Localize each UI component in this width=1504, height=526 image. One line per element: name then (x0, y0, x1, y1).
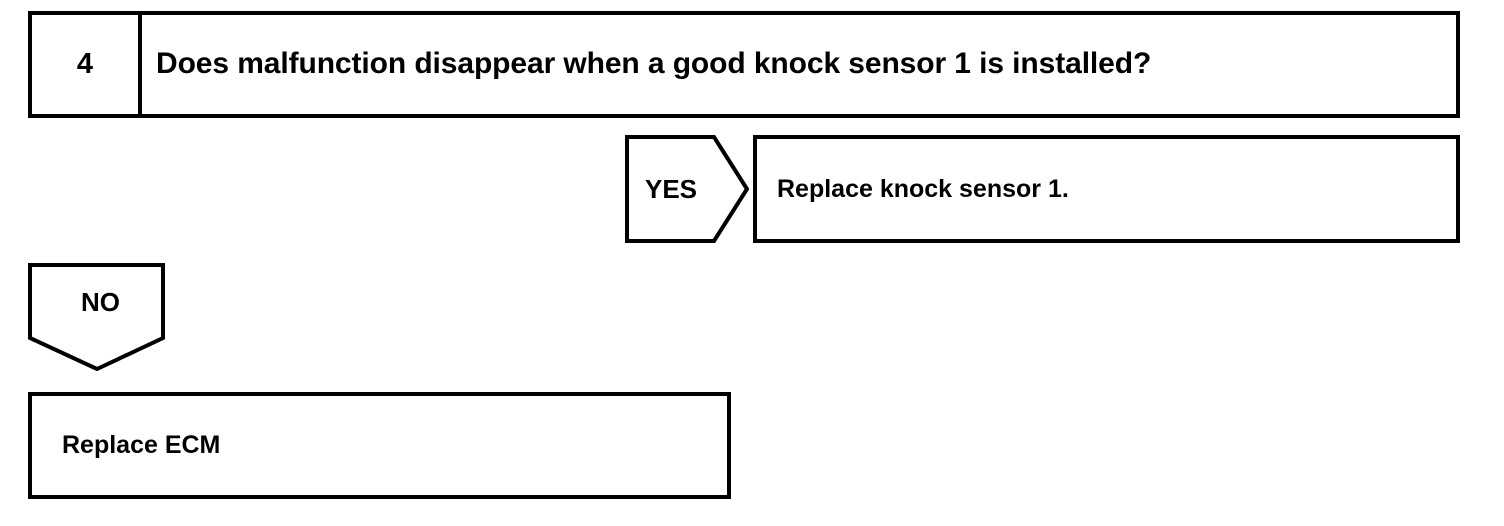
action-box-no: Replace ECM (28, 392, 731, 499)
action-yes-text: Replace knock sensor 1. (777, 174, 1069, 203)
step-number-cell: 4 (32, 15, 142, 114)
action-box-yes: Replace knock sensor 1. (753, 135, 1460, 243)
branch-yes-label: YES (644, 174, 698, 204)
branch-no-label: NO (81, 287, 120, 317)
step-header-row: 4 Does malfunction disappear when a good… (28, 11, 1460, 118)
down-pointing-pentagon-icon (28, 263, 165, 371)
step-number: 4 (76, 48, 94, 80)
branch-no: NO (28, 263, 165, 371)
branch-yes: YES (625, 135, 749, 243)
step-question-cell: Does malfunction disappear when a good k… (142, 15, 1456, 114)
right-pointing-pentagon-icon (625, 135, 749, 243)
action-no-text: Replace ECM (62, 431, 221, 460)
step-question: Does malfunction disappear when a good k… (156, 47, 1152, 81)
